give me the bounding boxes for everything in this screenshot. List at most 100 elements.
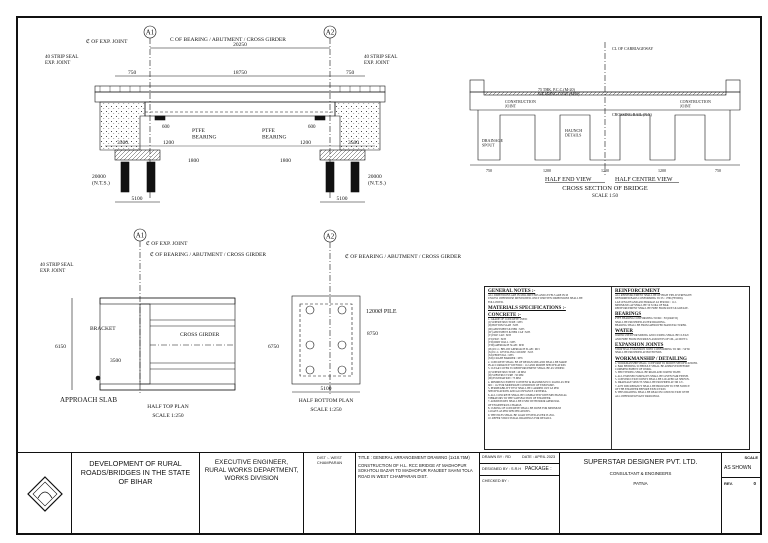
title-cell: TITLE : GENERAL ARRANGEMENT DRAWING (1x1… (356, 453, 480, 534)
abutment-left (99, 101, 146, 151)
note-line: (I) SUPERSTRUCTURE : M35 (488, 321, 523, 325)
crash-barrier-left (469, 79, 485, 93)
note-line: (III) ABUTMENT & PIER : M35 (488, 327, 525, 331)
note-line: ALL REINFORCEMENT SHALL BE OF HIGH YIELD… (615, 294, 692, 297)
pile-plan-3 (305, 340, 315, 350)
bearings-heading: BEARINGS (615, 312, 642, 318)
drawing-canvas: A1 A2 ℭ OF EXP. JOINT C OF BEARING / ABU… (40, 25, 741, 419)
dim-750-right: 750 (346, 70, 355, 76)
dim-600-right: 600 (308, 125, 316, 130)
axis-label-a2: A2 (326, 29, 335, 37)
note-line: SPECIFICATIONS AND ACCEPTANCE CRITERIA. (488, 390, 548, 394)
note-line: 8. CURING OF CONCRETE SHALL BE DONE FOR … (488, 406, 561, 410)
plan-cl-bearing-1: ℭ OF BEARING / ABUTMENT / CROSS GIRDER (150, 251, 266, 258)
section-dim-3: 1200 (601, 168, 609, 173)
note-line: DEFORMED BARS CONFORMING TO IS : 1786 (F… (615, 297, 684, 301)
org-title-cell: DEVELOPMENT OF RURAL ROADS/BRIDGES IN TH… (72, 453, 200, 534)
note-line: OF ENGINEER-IN-CHARGE. (488, 403, 522, 407)
half-bottom-plan-outline (291, 295, 361, 385)
note-line: ALL OTHER RELEVANT DRAWINGS. (615, 394, 660, 398)
railing-posts (99, 86, 381, 92)
elevation-view: A1 A2 ℭ OF EXP. JOINT C OF BEARING / ABU… (45, 25, 397, 203)
dim-5100-left: 5100 (132, 196, 143, 202)
abutment-cap-plan (139, 303, 151, 385)
reinforcement-heading: REINFORCEMENT (615, 289, 661, 294)
dim-20000-left: 20000(N.T.S.) (92, 174, 110, 186)
consultant-cell: SUPERSTAR DESIGNER PVT. LTD. CONSULTANT … (560, 453, 722, 534)
pile-right-1 (325, 161, 335, 193)
note-line: (VII) DIRT WALL : M35 (488, 340, 516, 344)
district-cell: DIST :- WEST CHAMPARAN (304, 453, 356, 534)
note-line: 4. MINIMUM CEMENT CONTENT & MAXIMUM W/C … (488, 380, 570, 384)
note-line: OF THE ENGINEER BEFORE EXECUTION. (615, 387, 667, 391)
executive-cell: EXECUTIVE ENGINEER, RURAL WORKS DEPARTME… (200, 453, 304, 534)
pile-cap-left (114, 149, 161, 161)
cl-exp-joint-label: ℭ OF EXP. JOINT (86, 38, 128, 45)
scale-rev-cell: SCALE AS SHOWN REV. 0 (722, 453, 760, 534)
note-line: (III) FOUNDATION : 75 MM (488, 377, 521, 381)
note-line: (II) SUBSTRUCTURE : 50 MM (488, 373, 524, 377)
dim-5100-right: 5100 (337, 196, 348, 202)
note-line: 2. BAR BENDING SCHEDULE SHALL BE APPROVE… (615, 364, 690, 368)
designed-by: DESIGNED BY : S.R.H (482, 467, 522, 471)
half-end-view-label: HALF END VIEW (545, 177, 592, 183)
dim-6150-label: 6150 (55, 344, 66, 350)
note-line: REINFORCEMENT SHALL BE FREE FROM RUST & … (615, 307, 689, 311)
note-line: 14 DAYS AS PER SPECIFICATIONS. (488, 410, 531, 414)
note-line: MINIMUM LAP SHALL BE 50 X DIA OF BAR. (615, 303, 670, 307)
deck-girder (144, 101, 336, 117)
plan-cl-exp-joint: ℭ OF EXP. JOINT (146, 240, 188, 247)
dim-1800-right: 1800 (280, 158, 291, 164)
title-block: DEVELOPMENT OF RURAL ROADS/BRIDGES IN TH… (18, 452, 760, 534)
scale-value: AS SHOWN (724, 465, 752, 471)
plan-views: A1 A2 ℭ OF EXP. JOINT ℭ OF BEARING / ABU… (40, 228, 461, 419)
section-dim-1: 750 (486, 168, 492, 173)
cross-section-view: CL OF CARRIAGEWAY 750 1200 1200 1200 750… (469, 42, 741, 199)
note-line: 10. REFER STRUCTURAL DRAWINGS FOR DETAIL… (488, 416, 552, 420)
pile-left-2 (146, 161, 156, 193)
wearing-coat-label: 75 THK. P.C.C.(M-20)WEARING COAT (M30) (538, 87, 580, 97)
note-line: IRC : 112 FOR MODERATE CONDITION OF EXPO… (488, 383, 555, 387)
dim-600-left: 600 (162, 125, 170, 130)
half-top-plan-scale: SCALE 1:250 (152, 413, 184, 419)
dim-1800-left: 1800 (188, 158, 199, 164)
section-dim-5: 750 (715, 168, 721, 173)
note-line: (IV) ABUTMENT & PIER CAP : M35 (488, 331, 531, 335)
note-line: 5. PERMEABILITY TEST SHALL BE CARRIED OU… (488, 387, 559, 391)
bearing-left (154, 115, 166, 121)
note-line: STRIP SEAL EXPANSION JOINT CONFORMING TO… (615, 347, 690, 351)
note-line: 1. WORKMANSHIP SHALL CONFORM TO MORTH SP… (615, 361, 698, 365)
workmanship-heading: WORKMANSHIP / DETAILING (615, 356, 687, 362)
bearing-right (314, 115, 326, 121)
note-line: VIBRATORS TO THE SATISFACTION OF ENGINEE… (488, 397, 552, 401)
title-label: TITLE : (358, 455, 372, 460)
note-line: UNLESS OTHERWISE MENTIONED. ONLY WRITTEN… (488, 297, 583, 301)
abutment-right (334, 101, 381, 151)
note-line: AND FREE FROM INJURIOUS AMOUNTS OF OIL, … (615, 337, 689, 341)
crash-barrier-right (725, 79, 741, 93)
drawing-sheet-border (16, 16, 762, 535)
rev-label: REV. (724, 481, 733, 486)
drawn-designed-cell: DRAWN BY : RD DATE : APRIL 2023 DESIGNED… (480, 453, 560, 534)
dim-8750-label: 8750 (367, 331, 378, 337)
dim-1200-right: 1200 (300, 140, 311, 146)
half-top-plan-title: HALF TOP PLAN (147, 404, 188, 410)
deck-railing (94, 85, 386, 93)
wearing-coat (483, 91, 727, 96)
note-line: 2. CONCRETE SHALL BE OF DESIGN MIX AND S… (488, 360, 568, 364)
section-dim-4: 1200 (658, 168, 666, 173)
note-line: 9. THE PILES SHALL BE LOAD TESTED AS PER… (488, 413, 556, 417)
cl-carriageway-label: CL OF CARRIAGEWAY (612, 46, 653, 51)
exp-joints-heading: EXPANSION JOINTS (615, 342, 664, 348)
note-line: ALL DIMENSIONS ARE IN MILLIMETERS AND LE… (488, 294, 568, 297)
concrete-heading: CONCRETE :- (488, 312, 521, 318)
general-notes-heading: GENERAL NOTES :- (488, 289, 536, 294)
note-line: WATER USED FOR MIXING AND CURING SHALL B… (615, 334, 689, 338)
